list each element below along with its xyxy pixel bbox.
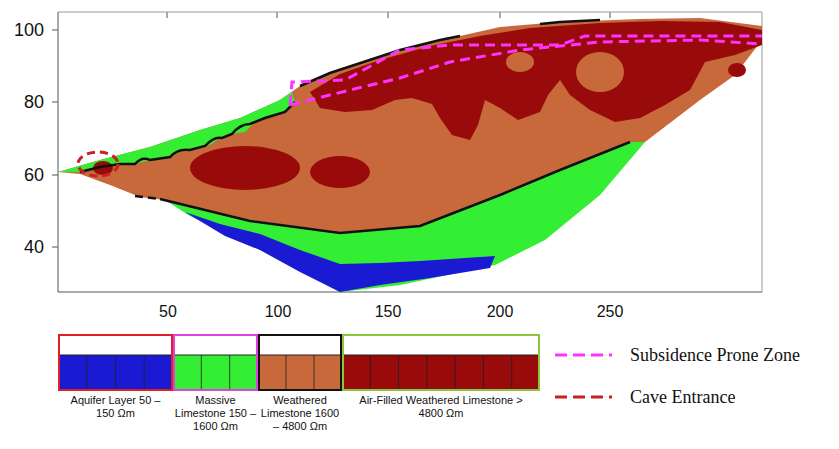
frame-right (762, 12, 763, 292)
legend-label: Subsidence Prone Zone (630, 346, 800, 364)
swatch-hatch (86, 355, 87, 390)
legend-box-outline (259, 335, 341, 390)
boundary-line (160, 142, 630, 233)
axis-tick-label: 60 (24, 166, 44, 184)
swatch-hatch (115, 355, 116, 390)
legend-swatch (258, 355, 342, 390)
swatch-divider (258, 355, 342, 356)
weathered-pocket (576, 52, 624, 92)
swatch-hatch (455, 355, 456, 390)
weathered-limestone (58, 18, 762, 233)
boundary-line (80, 102, 295, 172)
axis-tick-label: 80 (24, 93, 44, 111)
cave-entrance-outline (78, 152, 118, 176)
y-ticks (52, 30, 58, 247)
legend-label: Cave Entrance (630, 388, 735, 406)
swatch-hatch (370, 355, 371, 390)
legend-swatch (342, 355, 540, 390)
y-axis (58, 12, 59, 292)
legend-swatch (173, 355, 258, 390)
subsidence-zone-line (290, 36, 762, 105)
swatch-hatch (201, 355, 202, 390)
subsidence-zone-line (290, 40, 762, 105)
axis-tick-label: 200 (487, 304, 514, 320)
swatch-hatch (398, 355, 399, 390)
boundary-line (135, 196, 160, 199)
legend-line-sample (555, 354, 612, 357)
legend-label: Aquifer Layer 50 – 150 Ωm (70, 394, 162, 420)
swatch-hatch (229, 355, 230, 390)
legend-box-outline (174, 335, 257, 390)
swatch-divider (342, 355, 540, 356)
axis-tick-label: 250 (597, 304, 624, 320)
axis-tick-label: 50 (159, 304, 177, 320)
swatch-hatch (286, 355, 287, 390)
legend-box-outline (59, 335, 172, 390)
top-ticks (58, 12, 762, 18)
legend-line-sample (555, 396, 612, 399)
aquifer-layer (185, 212, 495, 292)
legend-box-outline (343, 335, 539, 390)
axis-tick-label: 100 (14, 21, 44, 39)
swatch-divider (58, 355, 173, 356)
x-axis (58, 292, 762, 293)
axis-tick-label: 100 (265, 304, 292, 320)
swatch-hatch (511, 355, 512, 390)
legend-swatch (58, 355, 173, 390)
legend-label: Weathered Limestone 1600 – 4800 Ωm (259, 394, 341, 433)
axis-tick-label: 40 (24, 238, 44, 256)
air-filled-zones (93, 21, 762, 190)
swatch-divider (173, 355, 258, 356)
swatch-hatch (314, 355, 315, 390)
axis-tick-label: 150 (375, 304, 402, 320)
swatch-hatch (483, 355, 484, 390)
weathered-pocket (506, 52, 534, 72)
legend-label: Air-Filled Weathered Limestone > 4800 Ωm (348, 394, 534, 420)
legend-label: Massive Limestone 150 – 1600 Ωm (175, 394, 257, 433)
boundary-line (540, 20, 600, 24)
swatch-hatch (144, 355, 145, 390)
swatch-hatch (426, 355, 427, 390)
